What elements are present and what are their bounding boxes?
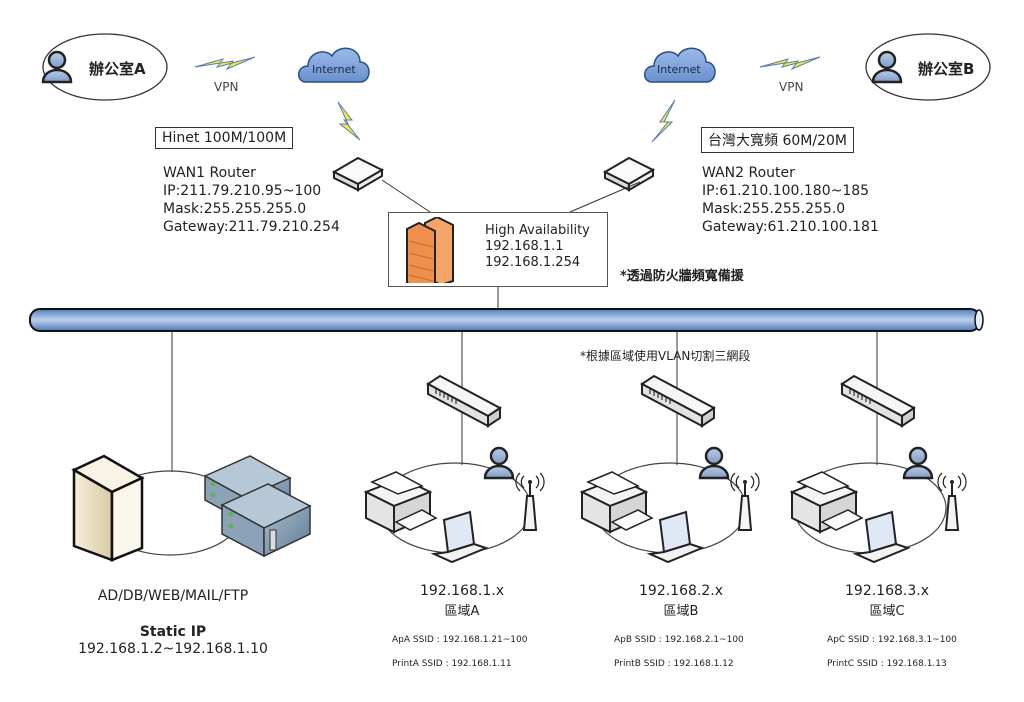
vpn-bolt-icon: [194, 56, 256, 70]
zone-b-name: 區域B: [663, 604, 699, 619]
access-point-icon: [729, 472, 761, 531]
vlan-note: *根據區域使用VLAN切割三網段: [580, 349, 751, 363]
zone-c-name: 區域C: [869, 604, 905, 619]
wan1-info: WAN1 Router IP:211.79.210.95~100 Mask:25…: [163, 164, 340, 236]
office-b-ellipse: [865, 33, 991, 101]
access-point-icon: [514, 472, 546, 531]
laptop-icon: [433, 511, 487, 563]
wan1-line: Gateway:211.79.210.254: [163, 219, 340, 235]
internet-cloud-icon: [644, 47, 716, 83]
zone-a-name: 區域A: [444, 604, 480, 619]
user-icon: [698, 446, 730, 480]
ha-line: High Availability: [485, 223, 590, 238]
user-icon: [902, 446, 934, 480]
server-roles: AD/DB/WEB/MAIL/FTP: [97, 588, 249, 604]
zone-b-ap-ssid: ApB SSID : 192.168.2.1~100: [614, 635, 744, 645]
wan2-router-icon: [604, 157, 654, 191]
printer-icon: [791, 471, 863, 533]
link-line: [381, 179, 431, 213]
office-a-label: 辦公室A: [89, 60, 146, 78]
switch-icon: [641, 375, 715, 427]
zone-b-network: 192.168.2.x: [639, 583, 723, 599]
internet-label: Internet: [312, 63, 356, 76]
switch-icon: [841, 375, 915, 427]
printer-icon: [365, 471, 437, 533]
wan2-line: Gateway:61.210.100.181: [702, 219, 879, 235]
zone-c-group: [791, 375, 968, 563]
user-icon: [483, 446, 515, 480]
ha-line: 192.168.1.254: [485, 255, 581, 270]
wan2-isp-box: 台灣大寬頻 60M/20M: [701, 127, 854, 153]
wan1-router-icon: [333, 157, 383, 191]
server-ip-range: 192.168.1.2~192.168.1.10: [78, 641, 268, 657]
link-bolt-icon: [337, 101, 361, 141]
zone-a-group: [365, 375, 546, 563]
internet-label: Internet: [657, 63, 701, 76]
zone-b-print-ssid: PrintB SSID : 192.168.1.12: [614, 659, 734, 669]
zone-c-network: 192.168.3.x: [845, 583, 929, 599]
printer-icon: [581, 471, 653, 533]
zone-a-ap-ssid: ApA SSID : 192.168.1.21~100: [392, 635, 528, 645]
zone-a-network: 192.168.1.x: [420, 583, 504, 599]
wan2-line: Mask:255.255.255.0: [702, 201, 846, 217]
wan2-line: IP:61.210.100.180~185: [702, 183, 870, 199]
firewall-backup-note: *透過防火牆頻寬備援: [620, 269, 744, 284]
wan2-line: WAN2 Router: [702, 165, 795, 181]
ha-info: High Availability 192.168.1.1 192.168.1.…: [485, 223, 590, 271]
ha-firewall-box: High Availability 192.168.1.1 192.168.1.…: [388, 212, 608, 287]
zone-b-group: [581, 375, 761, 563]
ha-line: 192.168.1.1: [485, 239, 564, 254]
zone-c-ap-ssid: ApC SSID : 192.168.3.1~100: [827, 635, 957, 645]
zone-c-print-ssid: PrintC SSID : 192.168.1.13: [827, 659, 947, 669]
wan1-line: WAN1 Router: [163, 165, 256, 181]
rack-server-icon: [220, 483, 312, 558]
wan2-info: WAN2 Router IP:61.210.100.180~185 Mask:2…: [702, 164, 879, 236]
wan1-line: Mask:255.255.255.0: [163, 201, 307, 217]
vpn-label: VPN: [214, 80, 239, 94]
server-tower-icon: [71, 454, 145, 562]
internet-cloud-icon: [298, 47, 370, 83]
office-b-label: 辦公室B: [918, 60, 975, 78]
vpn-bolt-icon: [759, 56, 821, 70]
laptop-icon: [855, 511, 909, 563]
vpn-label: VPN: [779, 80, 804, 94]
link-line: [569, 181, 641, 213]
firewall-icon: [406, 217, 454, 283]
laptop-icon: [649, 511, 703, 563]
switch-icon: [427, 375, 501, 427]
wan1-line: IP:211.79.210.95~100: [163, 183, 322, 199]
office-a-ellipse: [42, 33, 168, 101]
wan1-isp-box: Hinet 100M/100M: [155, 127, 294, 149]
link-bolt-icon: [651, 99, 676, 143]
backbone-pipe: [29, 308, 984, 332]
zone-a-print-ssid: PrintA SSID : 192.168.1.11: [392, 659, 512, 669]
server-static-ip-title: Static IP: [139, 624, 207, 640]
